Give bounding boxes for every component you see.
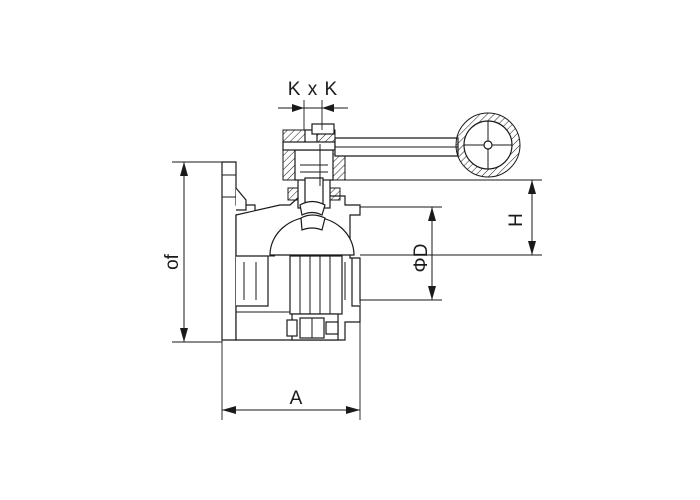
dimension-of: of — [162, 161, 222, 343]
dimension-of-label: of — [162, 253, 183, 270]
dimension-h: H — [345, 179, 542, 256]
dimension-a: A — [221, 322, 361, 420]
dimension-h-label: H — [506, 213, 527, 227]
dimension-kxk-label: K x K — [288, 79, 338, 100]
valve-bonnet — [282, 123, 346, 216]
valve-handle — [334, 112, 521, 178]
dimension-phid-label: ΦD — [411, 244, 432, 273]
valve-body — [221, 161, 361, 341]
dimension-kxk: K x K — [278, 79, 348, 130]
dimension-a-label: A — [290, 388, 303, 409]
dimension-phid: ΦD — [360, 206, 442, 301]
